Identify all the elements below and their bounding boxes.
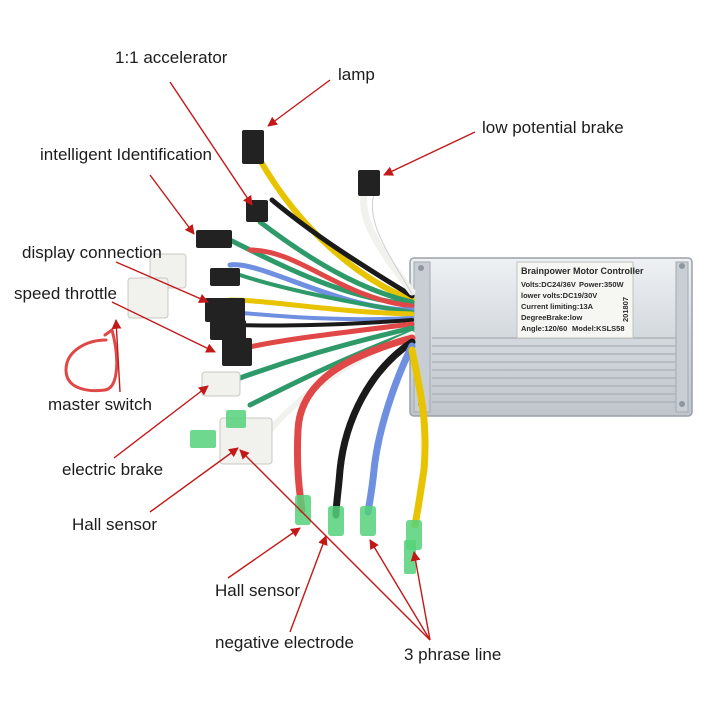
screw-icon (679, 263, 685, 269)
label-speed-throttle: speed throttle (14, 284, 118, 303)
callout-arrows (111, 79, 476, 641)
label-master-switch: master switch (48, 395, 152, 414)
screw-icon (418, 265, 424, 271)
label-low-potential-brake: low potential brake (482, 118, 624, 137)
cooling-fins (432, 337, 676, 403)
brake-connector (358, 170, 380, 196)
speed-throttle-arrow (111, 301, 216, 353)
spec-volts: Volts:DC24/36V (521, 280, 576, 289)
wire-harness (64, 157, 429, 529)
accelerator-arrow (169, 81, 253, 206)
phase-terminal-pin (404, 540, 416, 574)
label-lamp: lamp (338, 65, 375, 84)
spec-degree-brake: DegreeBrake:low (521, 313, 582, 322)
brake-plug-connector (222, 338, 252, 366)
hall-sensor-arrow-1 (149, 447, 239, 513)
label-negative-electrode: negative electrode (215, 633, 354, 652)
spec-current-limiting: Current limiting:13A (521, 302, 594, 311)
spec-model: Model:KSLS58 (572, 324, 625, 333)
phase-terminal (328, 506, 344, 536)
phase-line-arrow-c (410, 551, 431, 641)
lamp-connector (242, 130, 264, 164)
intelligent-identification-arrow (149, 174, 195, 235)
black-connector (210, 268, 240, 286)
label-accelerator: 1:1 accelerator (115, 48, 228, 67)
motor-controller-housing: Brainpower Motor Controller Volts:DC24/3… (409, 257, 693, 417)
master-switch-arrow (111, 319, 122, 393)
black-connector (210, 320, 246, 340)
label-hall-sensor-1: Hall sensor (72, 515, 158, 534)
screw-icon (679, 401, 685, 407)
black-connector (205, 298, 245, 322)
green-terminal (190, 430, 216, 448)
display-connection-arrow (115, 261, 209, 303)
identification-connector (246, 200, 268, 222)
spec-lower-volts: lower volts:DC19/30V (521, 291, 597, 300)
hall-sensor-arrow-2 (227, 527, 301, 579)
label-phase-line: 3 phrase line (404, 645, 502, 664)
display-connector (196, 230, 232, 248)
phase-terminal (295, 495, 311, 525)
phase-line-arrow-a (239, 449, 431, 641)
electric-brake-arrow (113, 385, 209, 459)
phase-line-arrow-b (369, 539, 431, 641)
lamp-arrow (267, 79, 331, 127)
controller-title: Brainpower Motor Controller (521, 266, 644, 276)
negative-electrode-arrow (289, 535, 328, 633)
label-intelligent-identification: intelligent Identification (40, 145, 213, 164)
label-hall-sensor-2: Hall sensor (215, 581, 301, 600)
spec-power: Power:350W (579, 280, 625, 289)
label-display-connection: display connection (22, 243, 162, 262)
date-code: 201807 (621, 297, 630, 322)
low-potential-brake-arrow (383, 131, 476, 176)
label-electric-brake: electric brake (62, 460, 164, 479)
switch-connector (201, 371, 241, 397)
spec-angle: Angle:120/60 (521, 324, 567, 333)
spec-label-plate: Brainpower Motor Controller Volts:DC24/3… (516, 261, 644, 339)
throttle-connector (127, 277, 169, 319)
green-terminal (226, 410, 246, 428)
phase-terminal (360, 506, 376, 536)
